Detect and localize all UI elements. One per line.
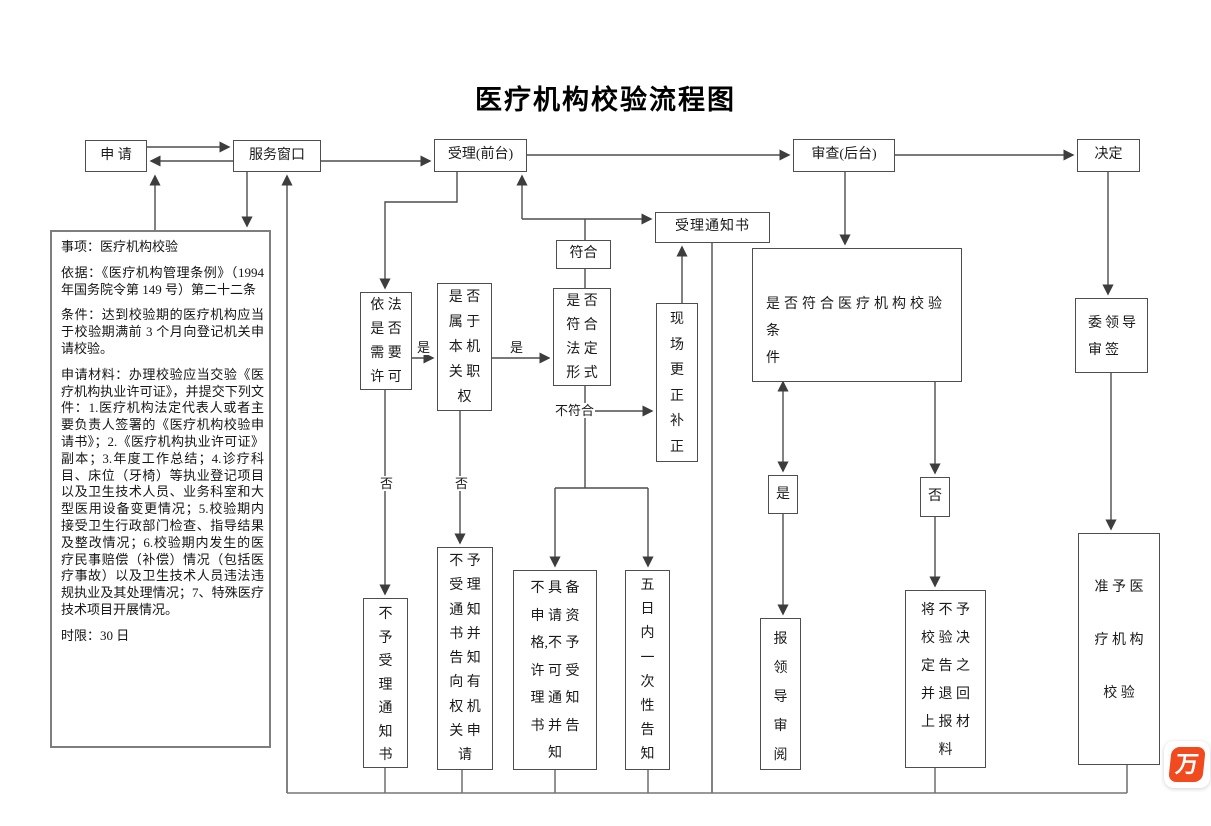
node-need-permit: 依 法 是 否 需 要 许 可	[360, 292, 412, 390]
node-report-leader: 报 领 导 审 阅	[760, 618, 801, 770]
edge-label-not-conform: 不符合	[554, 403, 596, 418]
node-conform: 符合	[556, 240, 611, 269]
node-accept-notice: 受理通知书	[655, 212, 770, 243]
edge-label-no-2: 否	[454, 476, 470, 491]
wanfang-logo-icon: 万	[1168, 747, 1206, 782]
node-onsite-correction: 现 场 更 正 补 正	[656, 303, 698, 462]
node-five-day-notice: 五 日 内 一 次 性 告 知	[625, 570, 670, 770]
node-reject-notice-refer: 不 予 受 理 通 知 书 并 告 知 向 有 权 机 关 申 请	[437, 547, 493, 770]
bottom-bus-group	[287, 765, 1128, 794]
edge-label-yes-1: 是	[416, 340, 432, 355]
panel-paragraph: 申请材料：办理校验应当交验《医疗机构执业许可证》，并提交下列文件：1.医疗机构法…	[61, 366, 264, 617]
edge-label-yes-2: 是	[509, 340, 525, 355]
node-decision: 决定	[1077, 139, 1140, 172]
panel-paragraph: 条件：达到校验期的医疗机构应当于校验期满前 3 个月向登记机关申请校验。	[61, 307, 264, 356]
diagram-title: 医疗机构校验流程图	[475, 85, 736, 115]
node-meet-conditions: 是否符合医疗机构校验条 件	[752, 248, 962, 382]
node-authority: 是 否 属 于 本 机 关 职 权	[437, 283, 492, 411]
edge-label-no-1: 否	[379, 476, 395, 491]
panel-paragraph: 时限：30 日	[61, 627, 130, 643]
panel-paragraph: 依据：《医疗机构管理条例》（1994年国务院令第 149 号）第二十二条	[61, 264, 264, 297]
node-leader-sign: 委领导 审签	[1075, 298, 1148, 373]
node-apply: 申 请	[85, 140, 147, 172]
panel-paragraph: 事项：医疗机构校验	[61, 239, 179, 254]
node-return-materials: 将 不 予 校 验 决 定 告 之 并 退 回 上 报 材 料	[905, 590, 986, 768]
node-yes: 是	[768, 475, 798, 514]
info-panel: 事项：医疗机构校验 依据：《医疗机构管理条例》（1994年国务院令第 149 号…	[50, 230, 271, 748]
node-no: 否	[920, 477, 950, 517]
node-approve-verification: 准 予 医 疗 机 构 校 验	[1078, 533, 1160, 765]
node-service-window: 服务窗口	[233, 140, 321, 172]
node-legal-form: 是 否 符 合 法 定 形 式	[553, 288, 611, 386]
node-accept-front: 受理(前台)	[434, 139, 527, 172]
node-reject-notice: 不 予 受 理 通 知 书	[363, 598, 408, 768]
node-no-qualification: 不 具 备 申 请 资 格,不 予 许 可 受 理 通 知 书 并 告 知	[513, 570, 597, 770]
connector-group	[147, 141, 1117, 793]
node-review-back: 审查(后台)	[793, 139, 895, 172]
